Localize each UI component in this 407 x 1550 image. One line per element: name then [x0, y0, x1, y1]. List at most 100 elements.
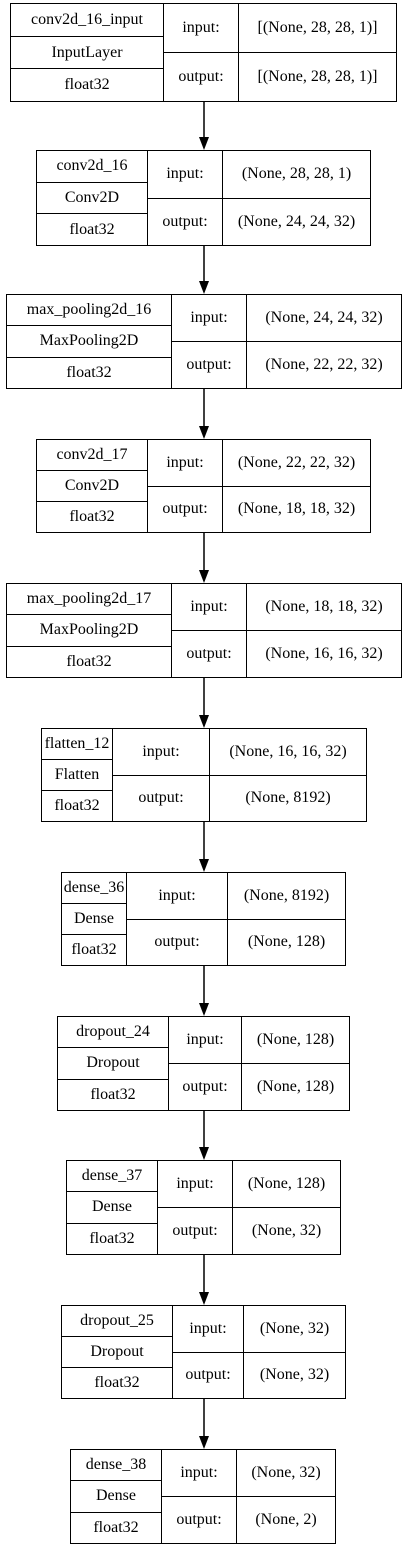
- output-label: output:: [154, 933, 200, 951]
- layer-dtype: float32: [69, 220, 115, 238]
- arrow-head-icon: [199, 715, 209, 728]
- arrow-head-icon: [199, 570, 209, 583]
- io-label-column: input: output:: [173, 1306, 244, 1398]
- layer-type: Dense: [67, 1192, 157, 1224]
- input-label: input:: [113, 729, 209, 776]
- input-shape: (None, 18, 18, 32): [247, 584, 401, 631]
- layer-name: dropout_24: [58, 1017, 168, 1049]
- arrow-head-icon: [199, 1003, 209, 1016]
- layer-dtype: float32: [66, 652, 112, 670]
- layer-dtype: float32: [69, 508, 115, 525]
- input-shape: (None, 8192): [228, 873, 345, 920]
- layer-name: flatten_12: [42, 729, 112, 760]
- io-shape-column: (None, 128) (None, 32): [233, 1161, 340, 1254]
- io-label-column: input:output:: [169, 1017, 242, 1110]
- output-label: output:: [186, 356, 232, 373]
- io-shape-column: (None, 16, 16, 32) (None, 8192): [210, 729, 366, 821]
- output-shape: (None, 2): [255, 1511, 317, 1528]
- output-shape: (None, 128): [256, 1078, 335, 1095]
- input-label: input:: [172, 295, 246, 342]
- layer-name: max_pooling2d_16: [7, 295, 171, 327]
- arrow-head-icon: [199, 281, 209, 294]
- layer-name: dropout_25: [62, 1306, 172, 1337]
- layer-dtype: float32: [93, 1518, 139, 1536]
- input-shape: (None, 22, 22, 32): [223, 440, 370, 487]
- io-label-column: input: output:: [113, 729, 210, 821]
- input-label: input:: [127, 873, 227, 920]
- layer-type: Conv2D: [37, 183, 147, 215]
- io-shape-column: [(None, 28, 28, 1)][(None, 28, 28, 1)]: [239, 4, 396, 101]
- io-label-column: input:output:: [148, 440, 223, 532]
- input-shape: (None, 32): [237, 1450, 335, 1497]
- layer-dtype: float32: [66, 363, 112, 381]
- input-shape: (None, 128): [242, 1017, 349, 1064]
- io-label-column: input: output:: [164, 4, 239, 101]
- input-shape: (None, 128): [233, 1161, 340, 1208]
- input-label: input:: [148, 440, 222, 487]
- output-shape: (None, 32): [251, 1222, 322, 1239]
- arrow-head-icon: [199, 137, 209, 150]
- output-shape: (None, 32): [259, 1366, 330, 1384]
- io-label-column: input:output:: [162, 1450, 237, 1543]
- io-shape-column: (None, 32) (None, 2): [237, 1450, 335, 1543]
- layer-type: Flatten: [42, 760, 112, 791]
- layer-type: Dense: [71, 1481, 161, 1513]
- input-label: input:: [164, 4, 238, 53]
- input-label: input:: [158, 1161, 232, 1208]
- layer-type: Conv2D: [37, 471, 147, 502]
- io-shape-column: (None, 32)(None, 32): [244, 1306, 345, 1398]
- input-shape: (None, 16, 16, 32): [210, 729, 366, 776]
- layer-type: InputLayer: [11, 37, 163, 70]
- layer-dtype: float32: [90, 1085, 136, 1103]
- layer-name: dense_36: [62, 873, 126, 904]
- io-label-column: input:output:: [172, 584, 247, 677]
- layer-name: max_pooling2d_17: [7, 584, 171, 616]
- layer-type: Dense: [62, 904, 126, 935]
- layer-dtype: float32: [94, 1374, 140, 1391]
- layer-dtype: float32: [89, 1229, 135, 1247]
- arrow-head-icon: [199, 426, 209, 439]
- output-shape: (None, 22, 22, 32): [265, 356, 383, 373]
- arrow-head-icon: [199, 1292, 209, 1305]
- layer-type: Dropout: [62, 1337, 172, 1368]
- output-label: output:: [185, 1366, 231, 1384]
- layer-dtype: float32: [64, 76, 110, 94]
- output-label: output:: [178, 68, 224, 85]
- arrow-head-icon: [199, 859, 209, 872]
- layer-name: conv2d_16_input: [11, 4, 163, 37]
- input-label: input:: [162, 1450, 236, 1497]
- layer-type: MaxPooling2D: [7, 615, 171, 647]
- io-label-column: input: output:: [127, 873, 228, 965]
- input-label: input:: [173, 1306, 243, 1353]
- output-shape: (None, 128): [247, 933, 326, 951]
- io-label-column: input:output:: [158, 1161, 233, 1254]
- output-shape: (None, 8192): [245, 789, 331, 807]
- output-shape: (None, 18, 18, 32): [237, 500, 356, 518]
- io-shape-column: (None, 128) (None, 128): [242, 1017, 349, 1110]
- input-shape: (None, 24, 24, 32): [247, 295, 401, 342]
- io-label-column: input:output:: [148, 151, 223, 245]
- layer-type: Dropout: [58, 1048, 168, 1080]
- layer-dtype: float32: [71, 941, 117, 958]
- output-label: output:: [182, 1078, 228, 1095]
- io-shape-column: (None, 8192) (None, 128): [228, 873, 345, 965]
- io-shape-column: (None, 28, 28, 1)(None, 24, 24, 32): [223, 151, 370, 245]
- output-label: output:: [138, 789, 184, 807]
